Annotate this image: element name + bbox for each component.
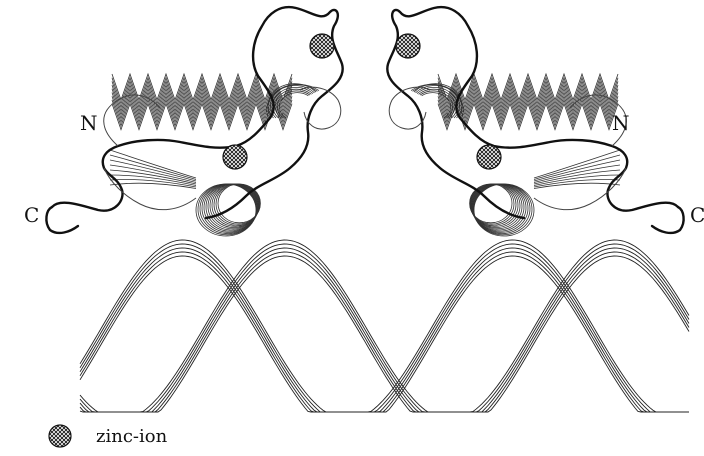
c-terminus-label-left: C xyxy=(24,203,39,227)
dna-strand-2-line-2 xyxy=(80,244,689,412)
zinc-ion-right-lower xyxy=(477,145,501,169)
dna-double-helix xyxy=(80,240,689,412)
zinc-ion-left-upper xyxy=(310,34,334,58)
n-terminus-label-left: N xyxy=(80,111,98,135)
dna-strand-2-line-3 xyxy=(80,248,689,412)
zinc-ion-legend-symbol xyxy=(49,425,71,447)
c-terminus-tail-left xyxy=(46,207,78,233)
beta-strand-fan-left-8 xyxy=(110,183,196,188)
legend-zinc-ion-label: zinc-ion xyxy=(96,426,168,447)
backbone-linker-right xyxy=(389,87,430,129)
backbone-linker-left xyxy=(300,87,341,129)
beta-strand-fan-right-5 xyxy=(534,170,620,184)
c-terminus-label-right: C xyxy=(690,203,704,227)
dna-strand-1-line-3 xyxy=(80,248,689,412)
n-terminus-label-right: N xyxy=(612,111,630,135)
beta-strand-fan-right-1 xyxy=(534,150,620,178)
zinc-ion-right-upper xyxy=(396,34,420,58)
dna-strand-1-line-2 xyxy=(80,244,689,412)
dna-strand-1-line-1 xyxy=(80,240,689,412)
c-terminus-tail-right xyxy=(652,207,684,233)
dna-strand-2-line-1 xyxy=(80,240,689,412)
beta-strand-fan-right-8 xyxy=(534,183,620,188)
zinc-ion-left-lower xyxy=(223,145,247,169)
protein-monomer-right xyxy=(387,7,683,236)
beta-strand-fan-left-5 xyxy=(110,170,196,184)
beta-strand-fan-left-1 xyxy=(110,150,196,178)
